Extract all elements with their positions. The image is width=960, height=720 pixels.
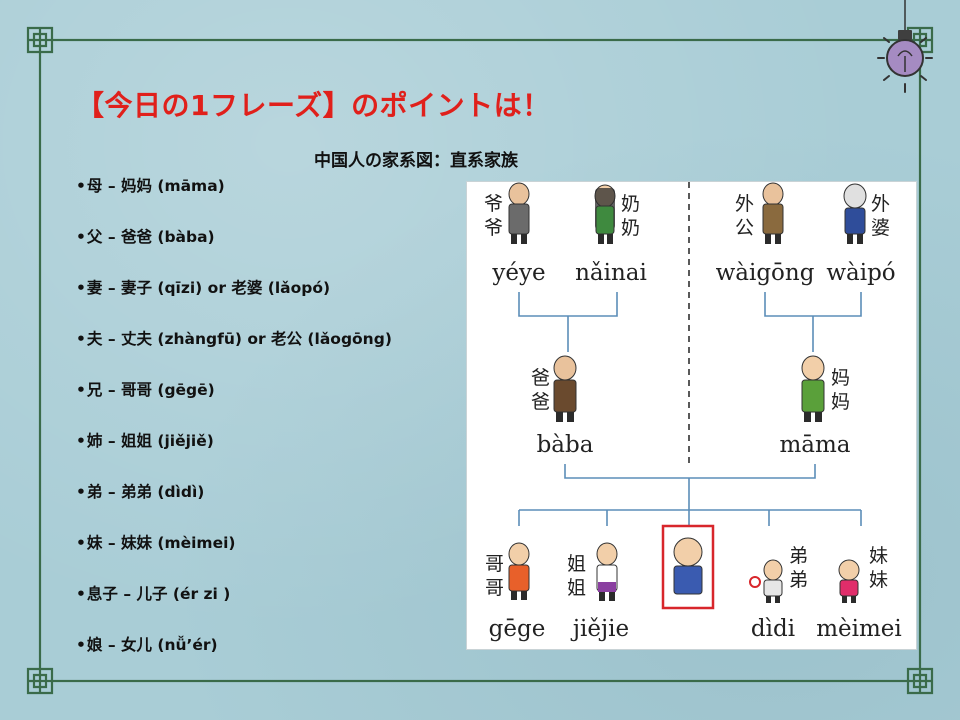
hanzi-label: 弟 [789,545,808,567]
hanzi-label: 妹 [869,545,888,567]
list-item: •妹 – 妹妹 (mèimei) [76,534,236,552]
figure-mama [801,355,825,422]
hanzi-label: 爸 [531,367,550,389]
figure-waigong [762,182,784,244]
pinyin-label: wàigōng [716,260,815,286]
hanzi-label: 公 [735,217,754,239]
pinyin-label: jiějie [570,616,629,642]
list-item: •妻 – 妻子 (qīzi) or 老婆 (lǎopó) [76,279,331,297]
hanzi-label: 妈 [831,367,850,389]
pinyin-label: dìdi [751,616,795,642]
lightbulb-icon [877,0,933,93]
hanzi-label: 妹 [869,569,888,591]
hanzi-label: 外 [735,193,754,215]
hanzi-label: 外 [871,193,890,215]
slide-title: 【今日の1フレーズ】のポイントは！ [76,89,551,122]
hanzi-label: 弟 [789,569,808,591]
slide-subtitle: 中国人の家系図：直系家族 [314,151,518,171]
family-tree-image: 爷 爷 奶 奶 外 公 外 婆 爸 爸 妈 妈 哥 哥 姐 姐 弟 弟 妹 妹 … [466,181,917,650]
pinyin-label: nǎinai [575,260,647,286]
figure-baba [553,355,577,422]
pinyin-label: yéye [491,260,545,286]
pinyin-label: mèimei [816,616,902,642]
hanzi-label: 爸 [531,391,550,413]
list-item: •母 – 妈妈 (māma) [76,177,225,195]
figure-didi [749,559,783,603]
hanzi-label: 爷 [484,217,503,239]
figure-jiejie [596,542,618,601]
vocab-list: •母 – 妈妈 (māma) •父 – 爸爸 (bàba) •妻 – 妻子 (q… [76,173,392,683]
pinyin-label: māma [779,432,850,458]
hanzi-label: 奶 [621,193,640,215]
hanzi-label: 姐 [567,553,586,575]
list-item: •夫 – 丈夫 (zhàngfū) or 老公 (lǎogōng) [76,330,392,348]
figure-self-highlight [661,524,715,610]
list-item: •息子 – 儿子 (ér zi ) [76,585,231,603]
list-item: •父 – 爸爸 (bàba) [76,228,215,246]
pinyin-label: wàipó [826,260,895,286]
figure-waipo [843,183,867,244]
list-item: •弟 – 弟弟 (dìdì) [76,483,205,501]
hanzi-label: 哥 [485,553,504,575]
figure-nainai [594,184,616,244]
hanzi-label: 爷 [484,193,503,215]
hanzi-label: 婆 [871,217,890,239]
figure-meimei [838,559,860,603]
hanzi-label: 妈 [831,391,850,413]
list-item: •娘 – 女儿 (nǚ’ér) [76,636,218,654]
hanzi-label: 奶 [621,217,640,239]
hanzi-label: 哥 [485,577,504,599]
hanzi-label: 姐 [567,577,586,599]
list-item: •姉 – 姐姐 (jiějiě) [76,432,214,450]
pinyin-label: bàba [537,432,594,458]
pinyin-label: gēge [489,616,546,642]
list-item: •兄 – 哥哥 (gēgē) [76,381,215,399]
figure-yeye [508,182,530,244]
figure-gege [508,542,530,600]
